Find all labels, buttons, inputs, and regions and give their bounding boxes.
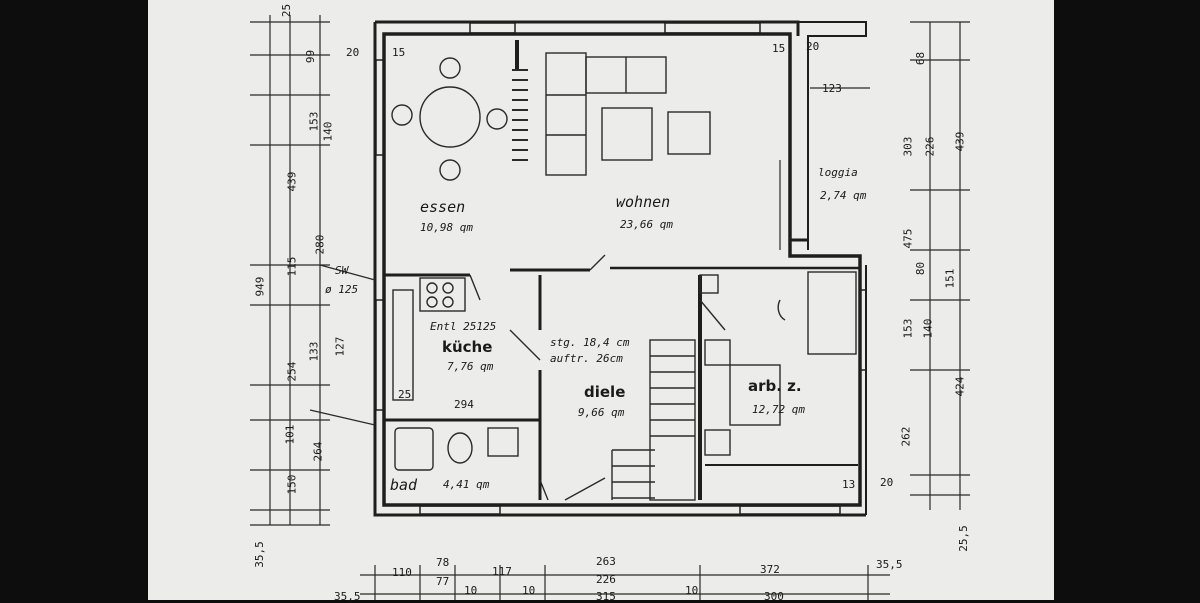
dim-left-133: 133 <box>307 341 321 362</box>
stairs-tread-note: auftr. 26cm <box>550 352 623 365</box>
dim-left-25: 25 <box>280 3 294 18</box>
inner-walls <box>384 40 860 500</box>
dim-top-right: 20 <box>806 40 820 53</box>
dim-bottom-right: 20 <box>880 476 894 489</box>
dim-bottom-355r: 35,5 <box>876 558 903 571</box>
dim-bottom-77: 77 <box>436 575 450 588</box>
dim-right-439: 439 <box>953 131 967 152</box>
dim-right-68: 68 <box>914 51 928 66</box>
room-area-wohnen: 23,66 qm <box>620 218 673 231</box>
dim-corner-b: 15 <box>772 42 786 55</box>
dim-left-949: 949 <box>253 276 267 297</box>
dim-bottom-10c: 10 <box>685 584 699 597</box>
dim-kitchen-width: 294 <box>454 398 474 411</box>
dim-left-280: 280 <box>313 234 327 255</box>
dim-right-255: 25,5 <box>956 525 970 552</box>
furniture <box>391 52 857 501</box>
chimney-size: ø 125 <box>325 283 359 296</box>
dim-25: 25 <box>398 388 412 401</box>
dim-right-262: 262 <box>899 426 913 447</box>
dimension-lines <box>250 15 970 600</box>
outer-walls <box>373 20 867 517</box>
dim-left-115: 115 <box>285 256 299 277</box>
dim-right-80: 80 <box>914 261 928 276</box>
room-area-kueche: 7,76 qm <box>447 360 494 373</box>
dim-bottom-372: 372 <box>760 563 780 576</box>
dim-bottom-110: 110 <box>392 566 412 579</box>
room-name-diele: diele <box>584 383 626 401</box>
room-name-loggia: loggia <box>818 166 858 179</box>
dim-bottom-13: 13 <box>842 478 856 491</box>
room-area-bad: 4,41 qm <box>443 478 490 491</box>
vent-note: Entl 25125 <box>430 320 497 333</box>
dim-right-424: 424 <box>953 376 967 397</box>
dim-bottom-263: 263 <box>596 555 616 568</box>
room-name-essen: essen <box>420 198 466 216</box>
dim-right-153: 153 <box>901 318 915 339</box>
room-name-wohnen: wohnen <box>616 193 671 211</box>
dim-left-254: 254 <box>285 361 299 382</box>
stairs-rise-note: stg. 18,4 cm <box>550 336 630 349</box>
dim-right-475: 475 <box>901 228 915 249</box>
dim-bottom-355l: 35,5 <box>334 590 361 603</box>
dim-left-140: 140 <box>321 121 335 142</box>
dim-bottom-117: 117 <box>492 565 512 578</box>
dim-right-303: 303 <box>901 136 915 157</box>
dim-bottom-left-355: 35,5 <box>252 541 266 568</box>
dim-bottom-315: 315 <box>596 590 616 603</box>
dim-bottom-300: 300 <box>764 590 784 603</box>
paper-sheet <box>148 0 1054 600</box>
dim-left-439: 439 <box>285 171 299 192</box>
dim-right-140: 140 <box>921 318 935 339</box>
dim-loggia: 123 <box>822 82 842 95</box>
dim-left-101: 101 <box>283 424 297 445</box>
room-name-bad: bad <box>390 476 418 494</box>
dim-bottom-10b: 10 <box>522 584 536 597</box>
chimney-label: SW <box>335 264 349 277</box>
dim-right-226: 226 <box>923 136 937 157</box>
room-name-kueche: küche <box>442 338 493 356</box>
room-area-loggia: 2,74 qm <box>820 189 867 202</box>
room-area-diele: 9,66 qm <box>578 406 625 419</box>
dim-left-150: 150 <box>285 474 299 495</box>
room-name-arbz: arb. z. <box>748 377 802 395</box>
dim-left-99: 99 <box>304 49 318 64</box>
dim-right-151: 151 <box>943 268 957 289</box>
dim-bottom-226: 226 <box>596 573 616 586</box>
dim-left-153: 153 <box>307 111 321 132</box>
room-area-essen: 10,98 qm <box>420 221 473 234</box>
room-area-arbz: 12,72 qm <box>752 403 805 416</box>
dim-corner-a: 15 <box>392 46 406 59</box>
dim-bottom-78: 78 <box>436 556 450 569</box>
dim-left-127: 127 <box>333 336 347 357</box>
dim-top-left: 20 <box>346 46 360 59</box>
dim-bottom-10a: 10 <box>464 584 478 597</box>
dim-left-264: 264 <box>311 441 325 462</box>
